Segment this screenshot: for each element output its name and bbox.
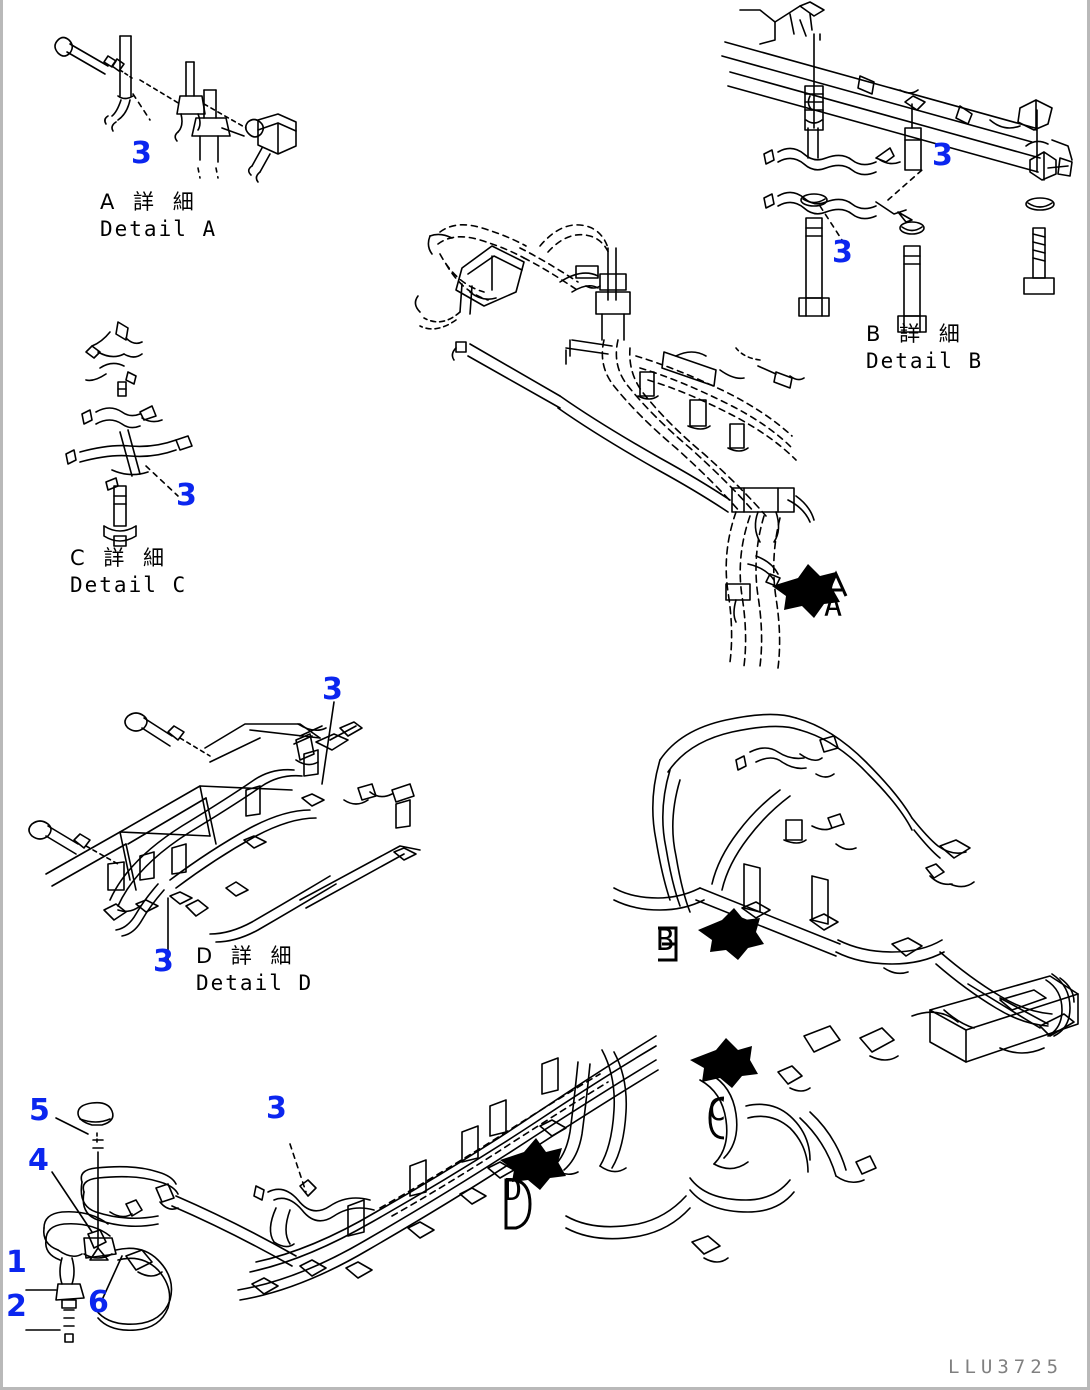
detail-b-caption: B 詳 細 Detail B xyxy=(866,324,983,372)
detail-a-label-jp: A 詳 細 xyxy=(100,190,200,214)
main-harness-lower xyxy=(237,1011,959,1301)
detail-d-drawing xyxy=(28,701,421,961)
detail-c-label-jp: C 詳 細 xyxy=(70,546,171,570)
callout-item-1: 1 xyxy=(6,1245,27,1280)
sheet-border-left xyxy=(0,0,3,1390)
sheet-border-right xyxy=(1087,0,1090,1390)
callout-main-3: 3 xyxy=(266,1091,287,1126)
detail-c-drawing xyxy=(65,321,193,547)
detail-b-label-jp: B 詳 細 xyxy=(866,322,966,346)
section-arrow-d xyxy=(500,1138,566,1190)
main-harness-right-connector xyxy=(929,975,1079,1063)
callout-detail-c-3: 3 xyxy=(176,478,197,513)
bracket-d xyxy=(504,1178,532,1230)
callout-item-6: 6 xyxy=(88,1285,109,1320)
sheet-number-watermark: LLU3725 xyxy=(948,1356,1064,1378)
section-arrows xyxy=(500,564,840,1190)
callout-item-4: 4 xyxy=(28,1143,49,1178)
section-arrow-b xyxy=(698,908,764,960)
detail-b-label-en: Detail B xyxy=(866,349,984,373)
detail-b-drawing xyxy=(721,1,1073,333)
detail-d-label-en: Detail D xyxy=(196,971,314,995)
section-letter-b: B xyxy=(656,923,675,958)
bracket-a xyxy=(824,570,848,597)
callout-item-2: 2 xyxy=(6,1289,27,1324)
detail-d-label-jp: D 詳 細 xyxy=(196,944,298,968)
callout-detail-b-3-left: 3 xyxy=(832,235,853,270)
callout-detail-b-3-right: 3 xyxy=(932,138,953,173)
detail-a-caption: A 詳 細 Detail A xyxy=(100,192,217,240)
section-arrow-c xyxy=(690,1038,758,1088)
section-letter-a: A xyxy=(824,589,843,624)
section-arrow-a xyxy=(772,564,840,618)
bottom-left-assembly xyxy=(25,1101,297,1343)
detail-a-label-en: Detail A xyxy=(100,217,218,241)
detail-c-caption: C 詳 細 Detail C xyxy=(70,548,187,596)
detail-c-label-en: Detail C xyxy=(70,573,188,597)
bracket-b xyxy=(658,926,678,962)
detail-a-drawing xyxy=(54,35,297,183)
sheet-border-bottom xyxy=(0,1387,1090,1390)
section-letter-c: C xyxy=(708,1093,727,1128)
section-letter-brackets xyxy=(504,570,848,1230)
callout-detail-d-3-bottom: 3 xyxy=(153,944,174,979)
main-harness-middle xyxy=(613,713,1075,1054)
section-letter-d: D xyxy=(504,1173,523,1208)
detail-d-caption: D 詳 細 Detail D xyxy=(196,946,313,994)
callout-item-5: 5 xyxy=(29,1093,50,1128)
bracket-c xyxy=(708,1096,725,1140)
main-harness-upper xyxy=(414,224,815,669)
callout-detail-a-3: 3 xyxy=(131,136,152,171)
callout-detail-d-3-top: 3 xyxy=(322,672,343,707)
